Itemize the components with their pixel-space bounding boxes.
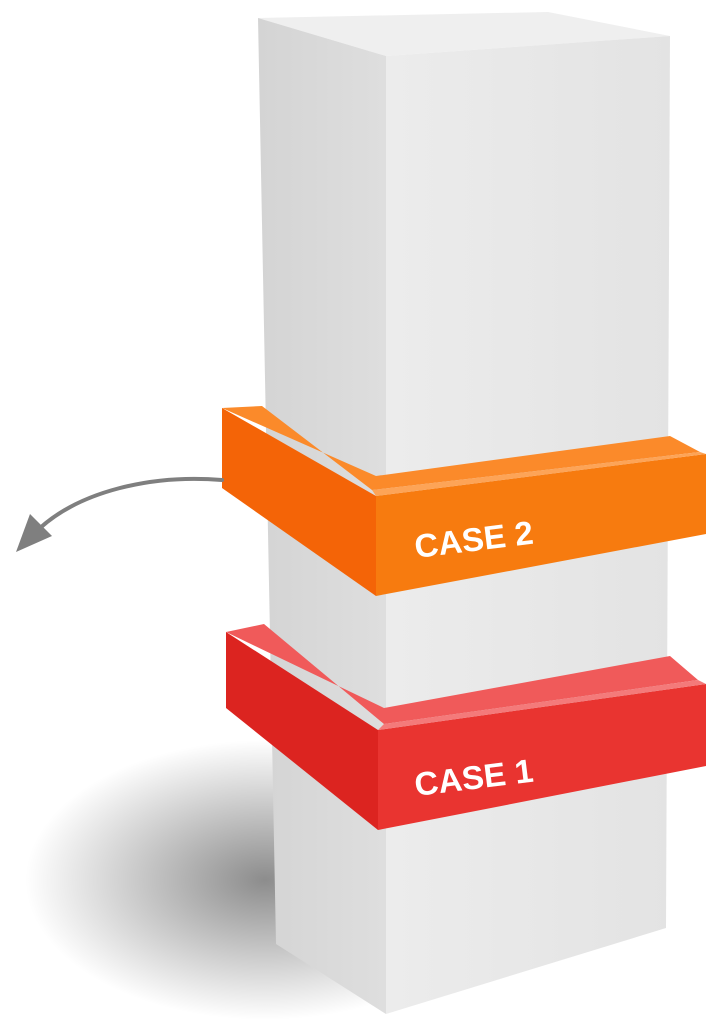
arrow-shaft [40, 479, 222, 528]
arrow-head [16, 514, 52, 552]
curved-arrow-left-icon [16, 479, 222, 552]
